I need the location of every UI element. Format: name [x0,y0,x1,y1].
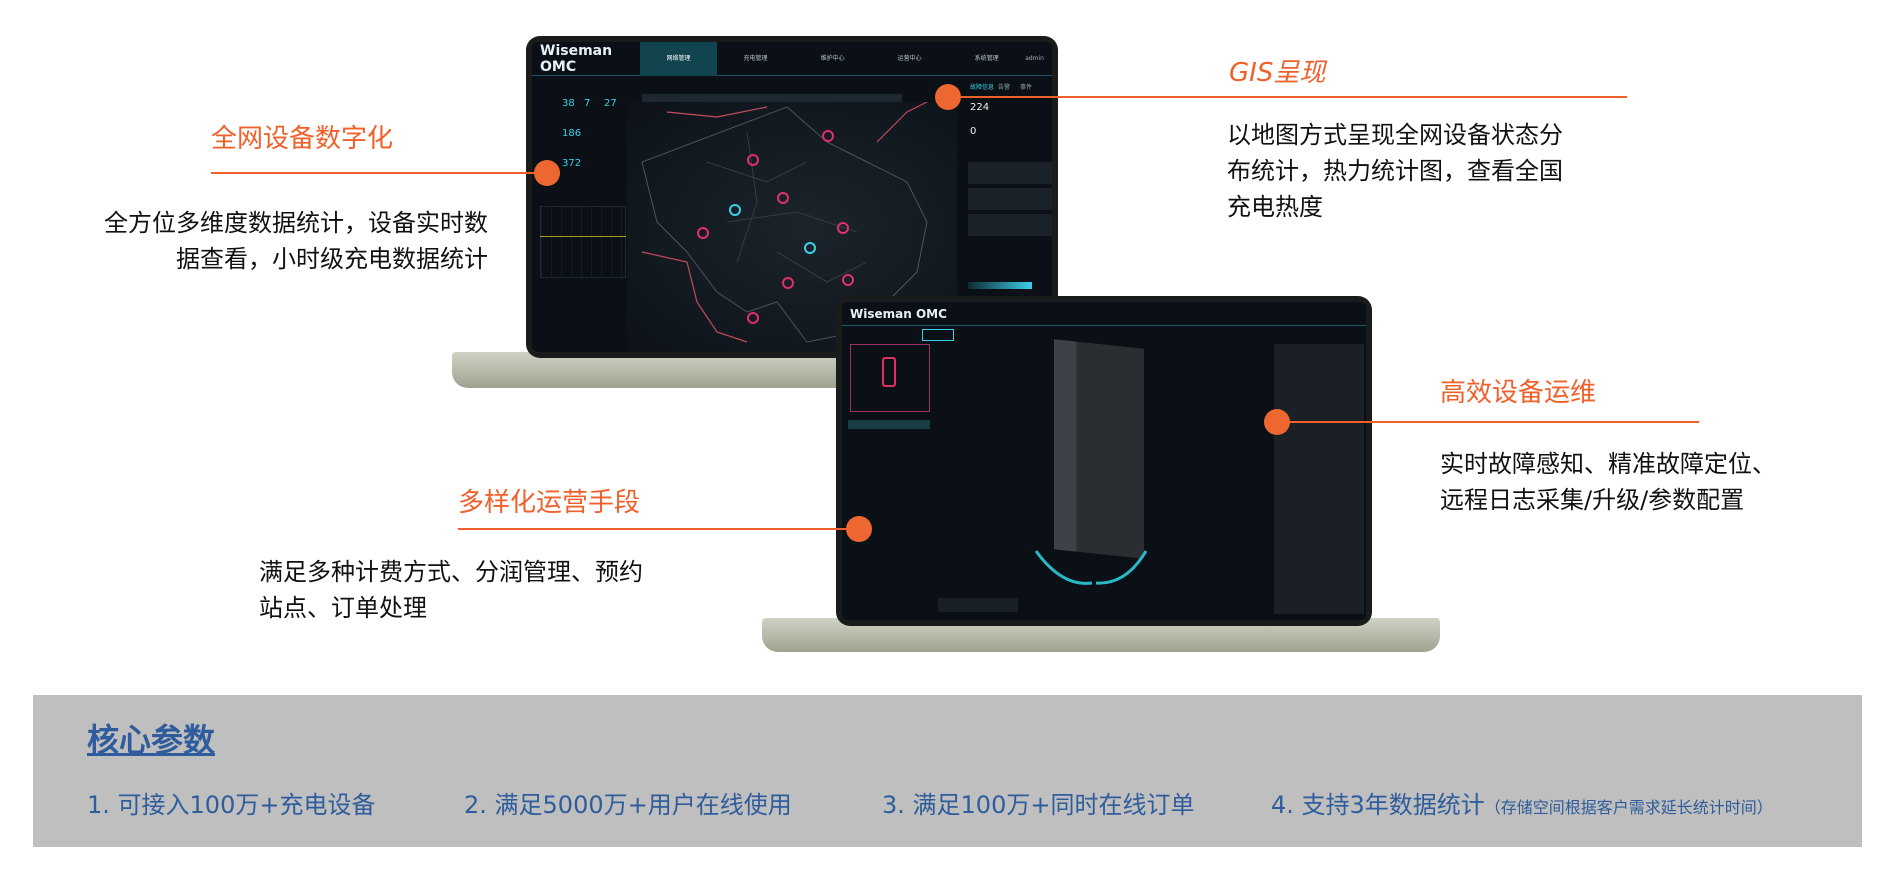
desc-line: 布统计，热力统计图，查看全国 [1227,157,1563,185]
feature-title-operations: 多样化运营手段 [458,488,641,518]
map-marker[interactable] [782,277,794,289]
feature-desc-gis: 以地图方式呈现全网设备状态分 布统计，热力统计图，查看全国 充电热度 [1227,117,1563,225]
map-marker[interactable] [842,274,854,286]
sub-tabs[interactable] [922,329,954,341]
app-logo: Wiseman OMC [850,306,947,321]
stat-value: 7 [584,98,591,109]
desc-line: 充电热度 [1227,193,1323,221]
feature-desc-digitization: 全方位多维度数据统计，设备实时数 据查看，小时级充电数据统计 [104,205,488,277]
nav-item[interactable]: 系统管理 [974,54,999,62]
nav-item[interactable]: 网络管理 [640,42,718,76]
desc-line: 全方位多维度数据统计，设备实时数 [104,209,488,237]
cabinet-3d [1054,339,1144,559]
filter-bar[interactable] [642,94,902,102]
stat-value: 27 [604,98,617,109]
feature-desc-operations: 满足多种计费方式、分润管理、预约 站点、订单处理 [259,554,643,626]
desc-line: 满足多种计费方式、分润管理、预约 [259,558,643,586]
callout-dot [935,84,961,110]
desc-line: 实时故障感知、精准故障定位、 [1440,450,1776,478]
alert-card[interactable] [968,162,1052,184]
core-param-item-4: 4. 支持3年数据统计（存储空间根据客户需求延长统计时间） [1271,785,1773,820]
callout-dot [1264,409,1290,435]
right-fault-panel: 故障信息 告警 事件 224 0 [968,82,1052,352]
callout-line [458,528,859,530]
charger-icon [882,357,896,387]
map-marker[interactable] [804,242,816,254]
map-marker[interactable] [822,130,834,142]
feature-title-maintenance: 高效设备运维 [1440,378,1597,408]
tab[interactable]: 故障信息 [970,84,995,91]
today-fault-count: 0 [970,126,977,137]
threshold-line [540,236,626,237]
fault-count: 224 [970,102,990,113]
desc-line: 以地图方式呈现全网设备状态分 [1227,121,1563,149]
detail-panel [1274,344,1364,614]
device-maintenance-screen: Wiseman OMC [842,302,1366,620]
left-stats-panel: 38 7 27 186 372 [536,86,628,346]
nav-item[interactable]: 运营中心 [897,54,922,62]
alert-card[interactable] [968,188,1052,210]
device-card[interactable] [850,344,930,412]
core-param-item: 2. 满足5000万+用户在线使用 [464,791,792,819]
stat-value: 186 [562,128,582,139]
tab[interactable]: 告警 [998,84,1011,91]
callout-dot [534,160,560,186]
core-param-item: 1. 可接入100万+充电设备 [87,791,376,819]
map-marker[interactable] [697,227,709,239]
rotate-arrows-icon[interactable] [1032,547,1152,587]
menu-item-active[interactable] [848,420,930,429]
callout-line [211,172,547,174]
alert-card[interactable] [968,214,1052,236]
nav-item[interactable]: 维护中心 [820,54,845,62]
core-params-panel: 核心参数 1. 可接入100万+充电设备 2. 满足5000万+用户在线使用 3… [33,695,1862,847]
user-menu[interactable]: admin [1025,55,1044,62]
laptop-1: Wiseman OMC 网络管理 充电管理 维护中心 运营中心 系统管理 adm… [526,36,1058,358]
map-marker[interactable] [837,222,849,234]
feature-title-gis: GIS呈现 [1229,58,1326,88]
callout-dot [846,516,872,542]
core-params-title: 核心参数 [87,721,216,759]
nav-item[interactable]: 充电管理 [743,54,768,62]
stat-value: 38 [562,98,575,109]
tab[interactable]: 事件 [1020,84,1033,91]
laptop-2: Wiseman OMC [836,296,1372,626]
map-marker[interactable] [747,312,759,324]
feature-desc-maintenance: 实时故障感知、精准故障定位、 远程日志采集/升级/参数配置 [1440,446,1776,518]
desc-line: 远程日志采集/升级/参数配置 [1440,486,1745,514]
china-map [641,101,928,343]
app-logo: Wiseman OMC [540,42,613,75]
core-param-note: （存储空间根据客户需求延长统计时间） [1484,798,1773,817]
power-chart [540,206,626,278]
callout-line [1277,421,1699,423]
desc-line: 据查看，小时级充电数据统计 [176,245,488,273]
ranking-bar [968,282,1032,289]
callout-line [948,96,1627,98]
feature-title-digitization: 全网设备数字化 [211,124,394,154]
map-marker[interactable] [777,192,789,204]
core-param-item: 3. 满足100万+同时在线订单 [882,791,1195,819]
map-marker[interactable] [747,154,759,166]
map-marker[interactable] [729,204,741,216]
desc-line: 站点、订单处理 [259,594,427,622]
core-param-text: 4. 支持3年数据统计 [1271,791,1485,819]
log-panel[interactable] [938,598,1018,612]
stat-value: 372 [562,158,582,169]
